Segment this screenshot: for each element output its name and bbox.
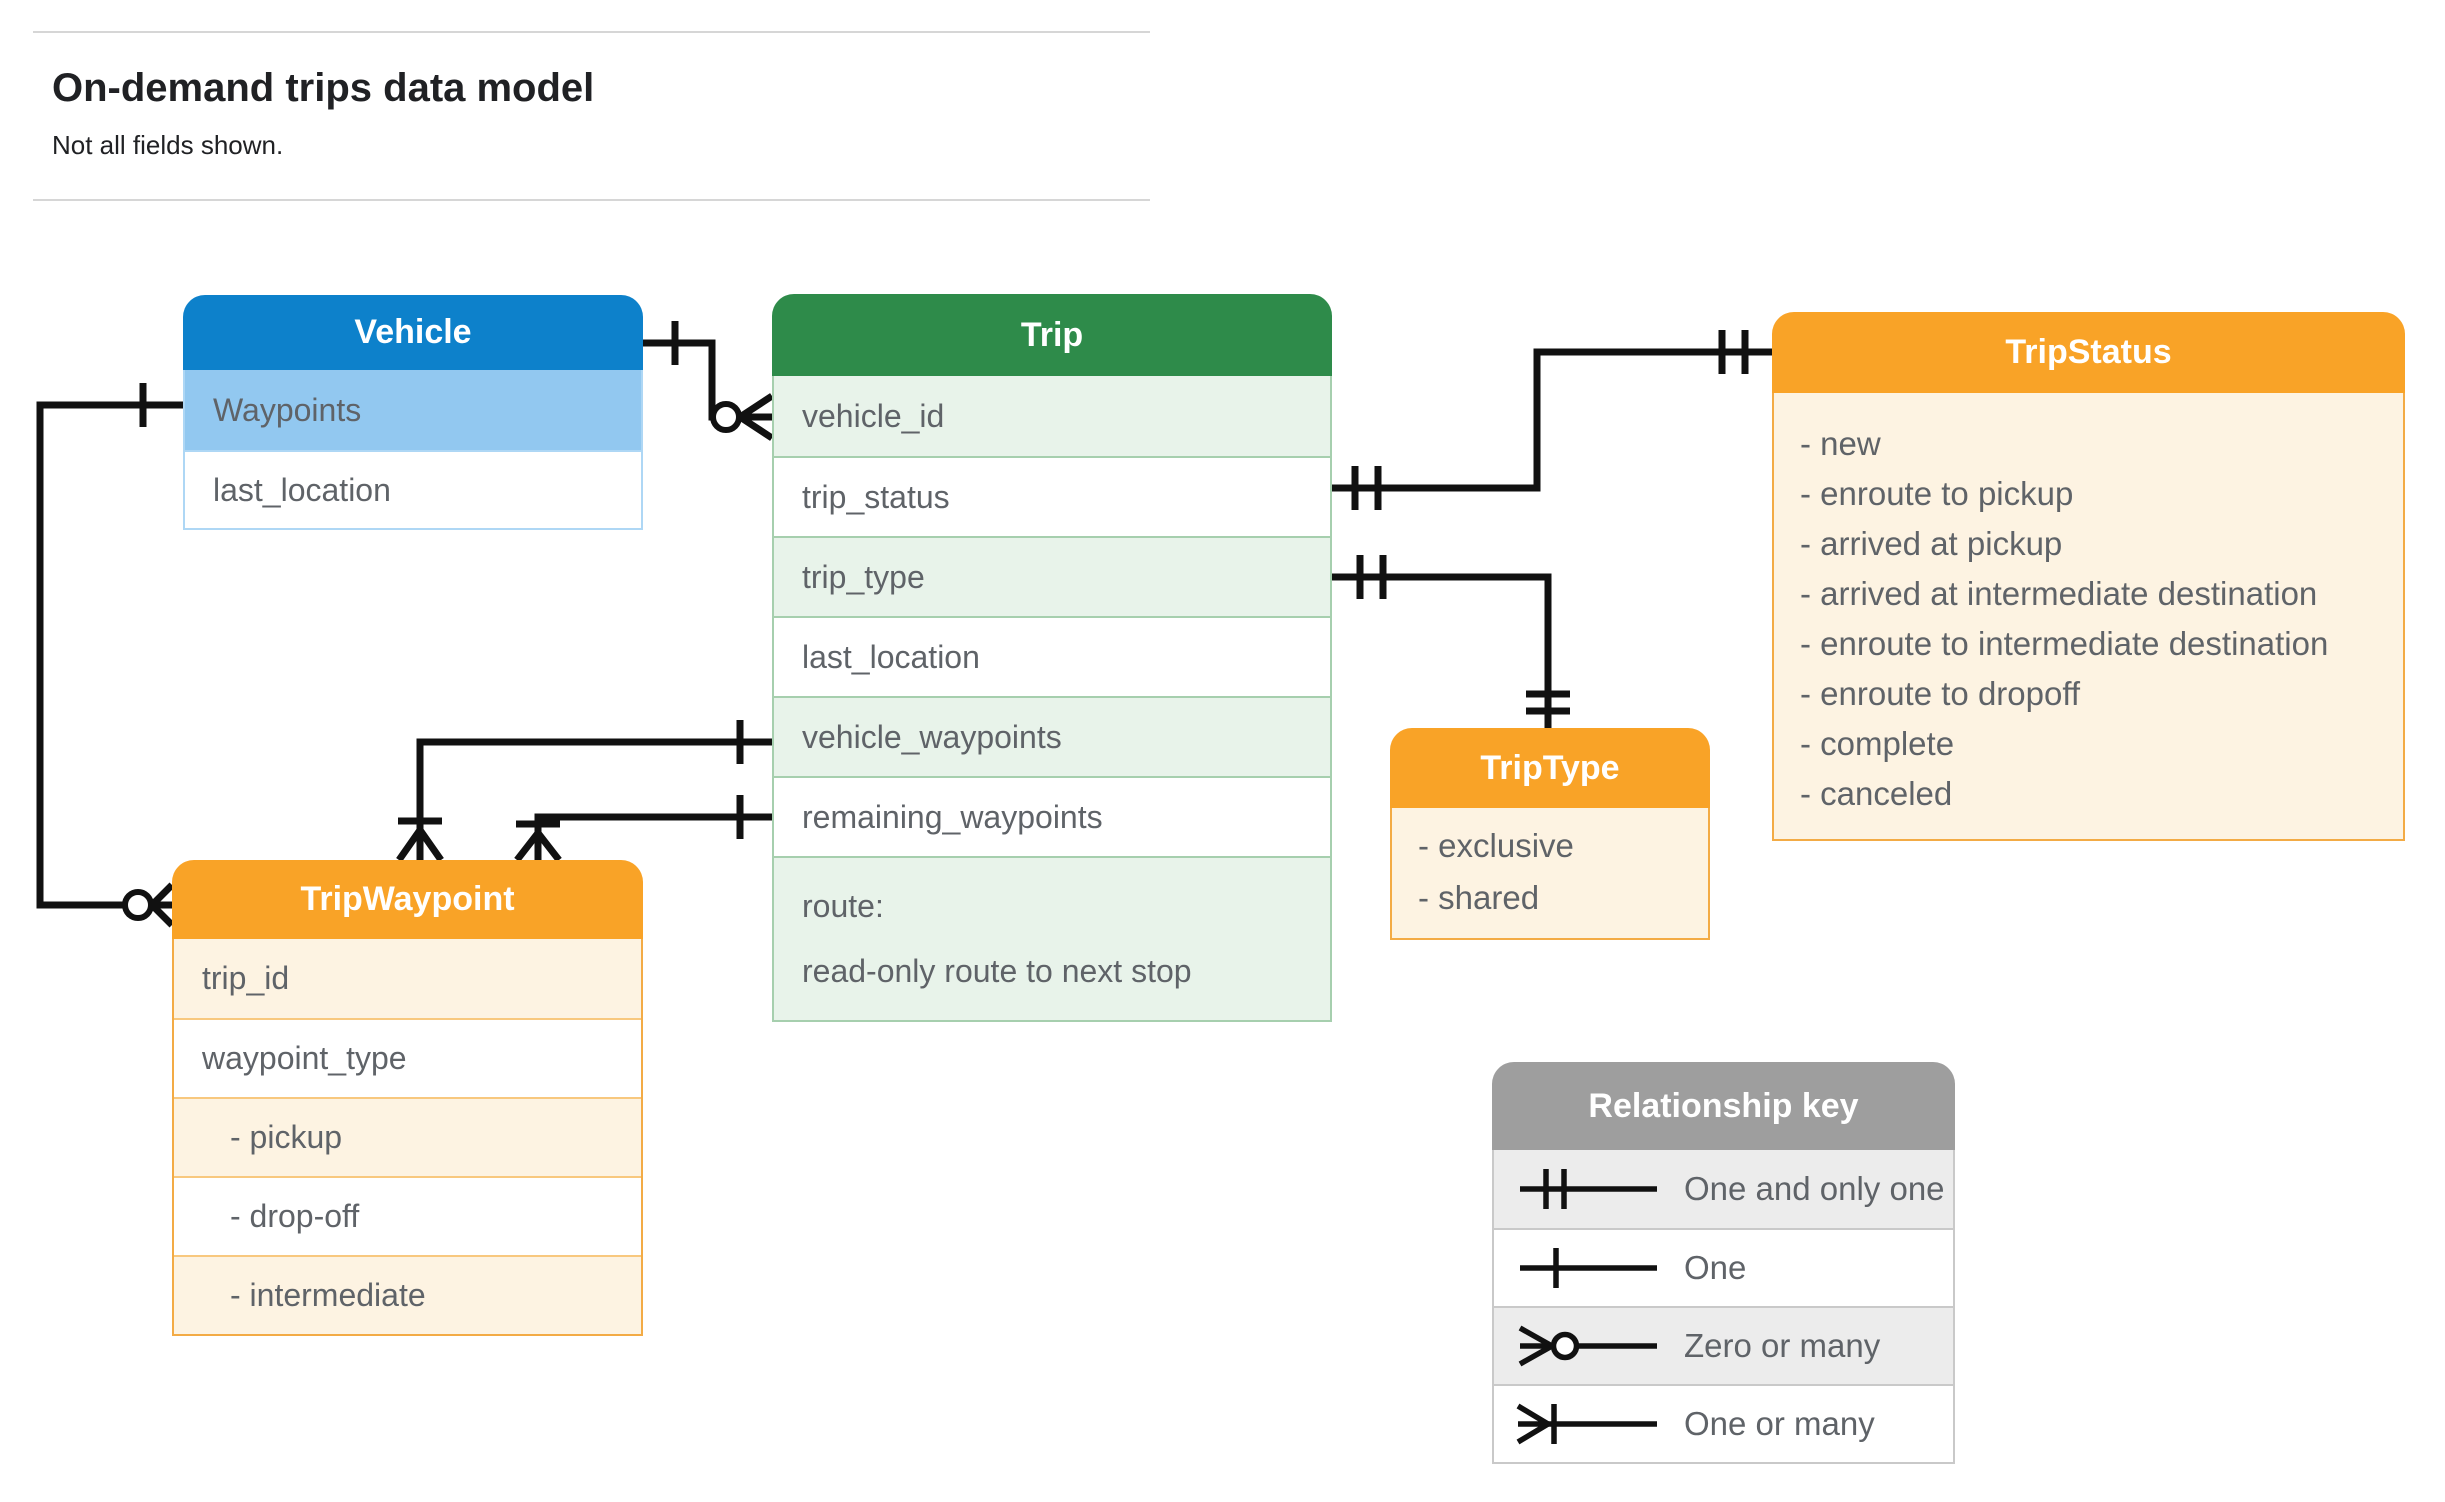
crow-foot-icon xyxy=(738,393,774,441)
field-row-route: route: read-only route to next stop xyxy=(774,856,1330,1020)
one-and-only-one-symbol xyxy=(1526,690,1570,715)
crow-foot-icon xyxy=(149,882,175,928)
legend-label: Zero or many xyxy=(1684,1327,1881,1364)
entity-tripstatus: TripStatus - new - enroute to pickup - a… xyxy=(1772,312,2405,841)
connector-vehicle-waypoints-to-tripwaypoint xyxy=(36,383,183,928)
page-title: On-demand trips data model xyxy=(52,66,595,110)
field-row-last-location: last_location xyxy=(774,616,1330,696)
enum-value: - exclusive xyxy=(1418,827,1574,864)
entity-tripwaypoint-header: TripWaypoint xyxy=(172,860,643,939)
legend-row-one: One xyxy=(1494,1228,1953,1306)
entity-triptype-header: TripType xyxy=(1390,728,1710,808)
enum-value: - complete xyxy=(1800,725,1955,762)
entity-triptype: TripType - exclusive - shared xyxy=(1390,728,1710,940)
enum-value-pickup: - pickup xyxy=(174,1097,641,1176)
enum-value: - enroute to pickup xyxy=(1800,475,2074,512)
zero-or-many-icon xyxy=(122,889,154,921)
entity-tripstatus-header: TripStatus xyxy=(1772,312,2405,393)
one-and-only-one-symbol xyxy=(1356,555,1387,599)
entity-vehicle-fields: Waypoints last_location xyxy=(183,370,643,530)
entity-vehicle: Vehicle Waypoints last_location xyxy=(183,295,643,530)
entity-triptype-values: - exclusive - shared xyxy=(1390,808,1710,940)
zero-or-many-icon xyxy=(710,401,742,433)
route-label: route: xyxy=(802,888,884,924)
legend-row-one-or-many: One or many xyxy=(1494,1384,1953,1462)
legend-label: One or many xyxy=(1684,1405,1875,1442)
route-description: read-only route to next stop xyxy=(802,953,1192,989)
relationship-key: Relationship key One and only one One xyxy=(1492,1062,1955,1464)
connector-vehicle-waypoints-field-to-tripwaypoint xyxy=(396,720,772,863)
field-row-trip-type: trip_type xyxy=(774,536,1330,616)
connector-remaining-waypoints-to-tripwaypoint xyxy=(514,795,772,863)
field-row-waypoints: Waypoints xyxy=(185,370,641,450)
crow-foot-icon xyxy=(514,830,562,863)
connector-trip-status-to-tripstatus xyxy=(1332,330,1772,510)
legend-label: One and only one xyxy=(1684,1170,1945,1207)
one-and-only-one-icon xyxy=(1520,1169,1657,1209)
top-divider xyxy=(33,31,1150,33)
enum-value-intermediate: - intermediate xyxy=(174,1255,641,1334)
crow-foot-icon xyxy=(396,827,444,863)
field-row-vehicle-id: vehicle_id xyxy=(774,376,1330,456)
entity-trip-header: Trip xyxy=(772,294,1332,376)
enum-value: - arrived at pickup xyxy=(1800,525,2063,562)
page-subtitle: Not all fields shown. xyxy=(52,130,284,160)
entity-tripwaypoint: TripWaypoint trip_id waypoint_type - pic… xyxy=(172,860,643,1336)
field-row-trip-id: trip_id xyxy=(174,939,641,1018)
zero-or-many-icon xyxy=(1518,1325,1657,1367)
enum-value: - canceled xyxy=(1800,775,1953,812)
entity-trip: Trip vehicle_id trip_status trip_type la… xyxy=(772,294,1332,1022)
enum-value: - enroute to intermediate destination xyxy=(1800,625,2329,662)
one-icon xyxy=(1520,1248,1657,1288)
relationship-key-rows: One and only one One Zero or many xyxy=(1492,1150,1955,1464)
title-bottom-divider xyxy=(33,199,1150,201)
enum-value: - enroute to dropoff xyxy=(1800,675,2081,712)
one-or-many-icon xyxy=(1516,1403,1657,1445)
legend-row-one-and-only-one: One and only one xyxy=(1494,1150,1953,1228)
field-row-waypoint-type: waypoint_type xyxy=(174,1018,641,1097)
one-and-only-one-symbol xyxy=(1351,466,1382,510)
enum-value: - shared xyxy=(1418,879,1540,916)
enum-value: - arrived at intermediate destination xyxy=(1800,575,2318,612)
field-row-remaining-waypoints: remaining_waypoints xyxy=(774,776,1330,856)
entity-trip-fields: vehicle_id trip_status trip_type last_lo… xyxy=(772,376,1332,1022)
enum-value-drop-off: - drop-off xyxy=(174,1176,641,1255)
relationship-key-header: Relationship key xyxy=(1492,1062,1955,1150)
one-and-only-one-symbol xyxy=(1718,330,1749,374)
enum-value: - new xyxy=(1800,425,1881,462)
connector-vehicle-to-trip xyxy=(643,321,774,441)
entity-tripwaypoint-fields: trip_id waypoint_type - pickup - drop-of… xyxy=(172,939,643,1336)
legend-row-zero-or-many: Zero or many xyxy=(1494,1306,1953,1384)
entity-tripstatus-values: - new - enroute to pickup - arrived at p… xyxy=(1772,393,2405,841)
field-row-trip-status: trip_status xyxy=(774,456,1330,536)
legend-label: One xyxy=(1684,1249,1747,1286)
field-row-last-location: last_location xyxy=(185,450,641,528)
connector-trip-type-to-triptype xyxy=(1332,555,1570,728)
field-row-vehicle-waypoints: vehicle_waypoints xyxy=(774,696,1330,776)
entity-vehicle-header: Vehicle xyxy=(183,295,643,370)
